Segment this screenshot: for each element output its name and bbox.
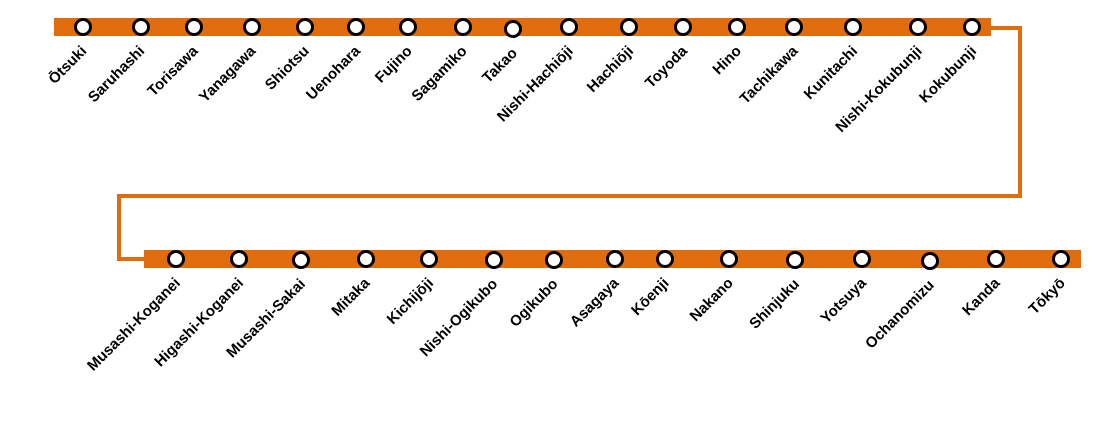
station-marker[interactable] (185, 18, 203, 36)
station-label: Ōtsuki (45, 42, 91, 88)
connector-right-horizontal (990, 26, 1022, 30)
station-label: Kokubunji (916, 42, 980, 107)
station-marker[interactable] (963, 18, 981, 36)
station-label: Kichijōji (383, 274, 438, 328)
station-marker[interactable] (674, 18, 692, 36)
station-label: Kōenji (628, 274, 673, 320)
station-marker[interactable] (399, 18, 417, 36)
station-marker[interactable] (545, 251, 563, 269)
connector-left-vertical (117, 194, 121, 261)
station-marker[interactable] (844, 18, 862, 36)
station-label: Kanda (959, 274, 1004, 320)
station-marker[interactable] (347, 18, 365, 36)
station-marker[interactable] (720, 250, 738, 268)
station-marker[interactable] (132, 18, 150, 36)
station-marker[interactable] (485, 251, 503, 269)
station-marker[interactable] (504, 20, 522, 38)
station-marker[interactable] (785, 18, 803, 36)
connector-right-vertical (1018, 26, 1022, 198)
station-label: Shinjuku (746, 275, 804, 333)
station-marker[interactable] (853, 250, 871, 268)
line-bar-upper (54, 18, 991, 36)
station-marker[interactable] (987, 250, 1005, 268)
station-marker[interactable] (420, 250, 438, 268)
station-marker[interactable] (243, 18, 261, 36)
station-marker[interactable] (606, 250, 624, 268)
station-label: Yotsuya (817, 274, 870, 328)
station-label: Toyoda (641, 42, 691, 92)
connector-left-horizontal (117, 257, 147, 261)
station-label: Uenohara (302, 42, 364, 104)
station-marker[interactable] (921, 252, 939, 270)
station-marker[interactable] (786, 251, 804, 269)
station-marker[interactable] (909, 18, 927, 36)
station-marker[interactable] (167, 250, 185, 268)
station-label: Tōkyō (1025, 274, 1069, 318)
station-label: Ochanomizu (862, 276, 938, 353)
station-marker[interactable] (560, 18, 578, 36)
station-marker[interactable] (656, 250, 674, 268)
station-marker[interactable] (74, 18, 92, 36)
station-label: Mitaka (328, 274, 374, 320)
connector-middle-horizontal (117, 194, 1022, 198)
station-marker[interactable] (357, 250, 375, 268)
station-marker[interactable] (728, 18, 746, 36)
station-label: Saruhashi (84, 42, 149, 106)
station-label: Kunitachi (800, 42, 862, 103)
station-label: Nakano (686, 274, 737, 325)
station-label: Shiotsu (261, 42, 313, 94)
station-label: Takao (479, 44, 521, 87)
station-label: Sagamiko (408, 42, 471, 105)
station-marker[interactable] (1052, 250, 1070, 268)
station-label: Fujino (371, 42, 416, 87)
station-label: Ogikubo (506, 275, 562, 331)
station-marker[interactable] (620, 18, 638, 36)
station-label: Hino (709, 42, 745, 79)
station-label: Hachiōji (583, 42, 638, 96)
station-marker[interactable] (296, 18, 314, 36)
station-marker[interactable] (230, 250, 248, 268)
station-label: Asagaya (566, 274, 623, 331)
station-label: Torisawa (144, 42, 202, 100)
station-marker[interactable] (292, 251, 310, 269)
station-label: Tachikawa (736, 42, 802, 108)
station-label: Yanagawa (195, 42, 260, 106)
station-marker[interactable] (454, 18, 472, 36)
